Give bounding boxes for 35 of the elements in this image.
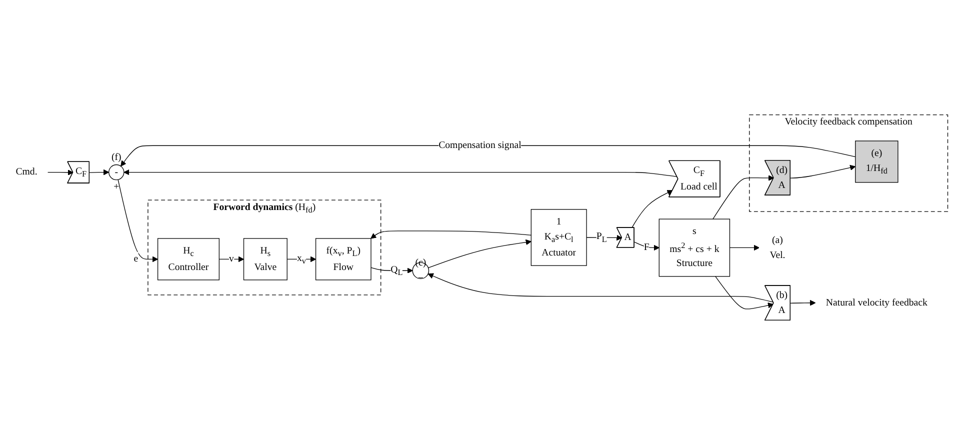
arrow <box>120 145 856 166</box>
arrow <box>790 164 856 178</box>
arrow <box>632 190 673 228</box>
arrow <box>729 244 760 251</box>
node-text: Cmd. <box>16 166 38 178</box>
node-label: (f) <box>111 152 122 163</box>
arrow <box>47 170 74 176</box>
edge-label: P$_{L}$ <box>596 231 607 244</box>
edge-label: F <box>644 242 650 253</box>
arrow <box>428 239 532 268</box>
node-box: 1 K$_{a}$s+C$_{l}$ Actuator <box>530 209 587 266</box>
arrow <box>124 169 678 178</box>
node-box: s ms$^{2}$ + cs + k Structure <box>658 218 730 277</box>
edge-label: e <box>134 254 138 264</box>
arrow <box>370 267 413 274</box>
node-text: Natural velocity feedback <box>826 297 928 308</box>
arrow <box>715 276 774 310</box>
node-circle: - <box>108 164 124 180</box>
node-label: + <box>114 182 120 192</box>
arrow <box>89 169 110 176</box>
arrow <box>118 179 158 262</box>
node-box: H$_{c}$ Controller <box>157 238 220 280</box>
arrow <box>712 175 774 220</box>
edge-label: v <box>229 254 234 264</box>
edge-label: x$_{v}$ <box>296 253 306 266</box>
node-text: (a) Vel. <box>770 234 786 260</box>
arrow <box>428 273 774 302</box>
arrow <box>370 230 532 239</box>
edge-label: Q$_{L}$ <box>390 264 403 277</box>
arrow <box>790 300 816 306</box>
edge-label: Compensation signal <box>438 140 522 151</box>
node-box: H$_{s}$ Valve <box>243 238 288 280</box>
arrow <box>586 234 622 241</box>
node-box: f(x$_{v}$, P$_{L}$) Flow <box>315 238 372 280</box>
node-box: (e) 1/H$_{fd}$ <box>855 140 898 183</box>
